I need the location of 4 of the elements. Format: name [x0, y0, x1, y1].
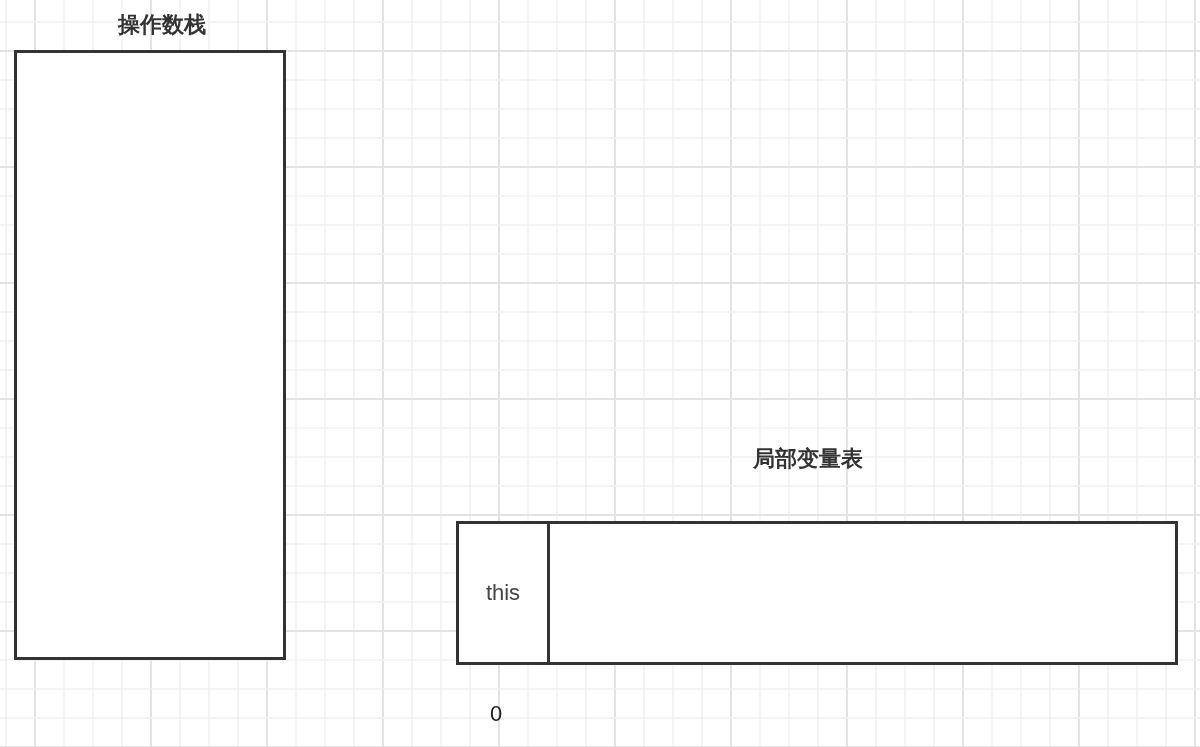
box-heading: 局部变量表: [753, 446, 863, 472]
table-cell: this: [459, 524, 550, 662]
index-label: 0: [489, 701, 503, 727]
box-heading: 操作数栈: [118, 12, 206, 38]
